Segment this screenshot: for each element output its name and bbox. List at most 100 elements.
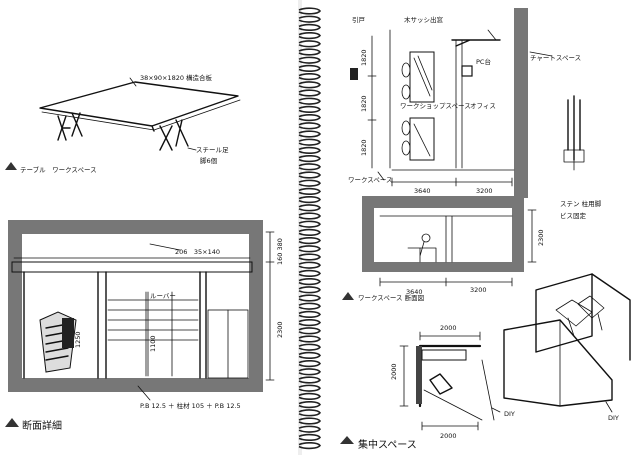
spiral-ring [298, 351, 321, 359]
spiral-ring [298, 130, 321, 138]
spiral-ring [298, 442, 321, 450]
spiral-ring [298, 368, 321, 376]
spiral-ring [298, 114, 321, 122]
booth-diy-label-2: DIY [608, 414, 619, 422]
elevation-drawing [362, 196, 537, 287]
triangle-marker-icon [340, 436, 354, 444]
spiral-ring [298, 97, 321, 105]
spiral-ring [298, 384, 321, 392]
table-leg-note-2: 脚6個 [200, 156, 218, 165]
booth-plan-drawing [399, 331, 501, 431]
spiral-ring [298, 15, 321, 23]
spiral-ring [298, 89, 321, 97]
table-sketch [39, 77, 241, 151]
spiral-ring [298, 56, 321, 64]
spiral-ring [298, 105, 321, 113]
spiral-ring [298, 417, 321, 425]
spiral-ring [298, 155, 321, 163]
spiral-ring [298, 23, 321, 31]
spiral-binding [298, 7, 321, 450]
steel-note-1: ステン 柱用脚 [560, 199, 602, 208]
spiral-ring [298, 327, 321, 335]
section-bottom-note: P.B 12.5 ＋ 柱材 105 ＋ P.B 12.5 [140, 401, 241, 410]
plan-v-dim-1: 1820 [360, 49, 368, 66]
spiral-ring [298, 245, 321, 253]
plan-v-dim-3: 1820 [360, 139, 368, 156]
spiral-ring [298, 228, 321, 236]
plan-label-store: チャートスペース [530, 54, 581, 62]
plan-label-window: 木サッシ出窓 [404, 15, 444, 24]
elevation-dim-right: 3200 [470, 286, 487, 294]
table-caption: テーブル ワークスペース [20, 165, 97, 174]
table-dimension-note: 38×90×1820 構造合板 [140, 73, 213, 82]
section-top-note: 206 35×140 [175, 248, 220, 256]
floor-plan-drawing [350, 8, 553, 198]
spiral-ring [298, 409, 321, 417]
section-mid-note: ルーバー [150, 292, 176, 300]
spiral-ring [298, 187, 321, 195]
spiral-ring [298, 278, 321, 286]
triangle-marker-icon [5, 162, 17, 170]
plan-label-office: オフィス [470, 102, 496, 110]
spiral-ring [298, 122, 321, 130]
steel-note-2: ビス固定 [560, 211, 587, 220]
spiral-ring [298, 64, 321, 72]
plan-v-dim-2: 1820 [360, 95, 368, 112]
section-height-label: 2300 [276, 321, 284, 338]
booth-dim-top: 2000 [440, 324, 457, 332]
spiral-ring [298, 73, 321, 81]
spiral-ring [298, 179, 321, 187]
spiral-ring [298, 343, 321, 351]
table-leg-note-1: スチール足 [196, 146, 229, 154]
booth-dim-side: 2000 [390, 363, 398, 380]
section-inner-height-label: 1100 [149, 335, 157, 352]
section-detail-drawing [8, 220, 275, 392]
spiral-ring [298, 286, 321, 294]
booth-perspective-drawing [503, 273, 631, 413]
spiral-ring [298, 163, 321, 171]
spiral-ring [298, 269, 321, 277]
spiral-ring [298, 319, 321, 327]
spiral-ring [298, 310, 321, 318]
spiral-ring [298, 7, 321, 15]
triangle-marker-icon [342, 292, 354, 300]
booth-dim-bottom: 2000 [440, 432, 457, 440]
spiral-ring [298, 32, 321, 40]
plan-label-top-left: 引戸 [352, 15, 366, 24]
spiral-ring [298, 204, 321, 212]
spiral-ring [298, 335, 321, 343]
spiral-ring [298, 401, 321, 409]
section-inner-dim: 1250 [74, 331, 82, 348]
spiral-ring [298, 376, 321, 384]
spiral-ring [298, 425, 321, 433]
triangle-marker-icon [5, 418, 19, 427]
plan-dim-left: 3640 [414, 187, 431, 195]
spiral-ring [298, 171, 321, 179]
plan-dim-right: 3200 [476, 187, 493, 195]
spiral-ring [298, 261, 321, 269]
elevation-dim-left: 3640 [406, 288, 423, 296]
plan-label-pc: PC台 [476, 57, 491, 66]
spiral-ring [298, 253, 321, 261]
plan-label-workspace-bottom: ワークスペース [348, 176, 393, 184]
booth-diy-label-1: DIY [504, 410, 515, 418]
section-top-height-label: 160 380 [276, 238, 284, 265]
spiral-ring [298, 146, 321, 154]
booth-caption: 集中スペース [358, 438, 417, 451]
spiral-ring [298, 220, 321, 228]
spiral-ring [298, 81, 321, 89]
spiral-ring [298, 392, 321, 400]
spiral-ring [298, 433, 321, 441]
elevation-caption: ワークスペース 断面図 [358, 293, 424, 302]
section-caption: 断面詳細 [22, 419, 62, 432]
spiral-ring [298, 294, 321, 302]
spiral-ring [298, 302, 321, 310]
spiral-ring [298, 237, 321, 245]
elevation-dim-height: 2300 [537, 229, 545, 246]
spiral-ring [298, 48, 321, 56]
spiral-ring [298, 196, 321, 204]
spiral-ring [298, 138, 321, 146]
spiral-ring [298, 40, 321, 48]
